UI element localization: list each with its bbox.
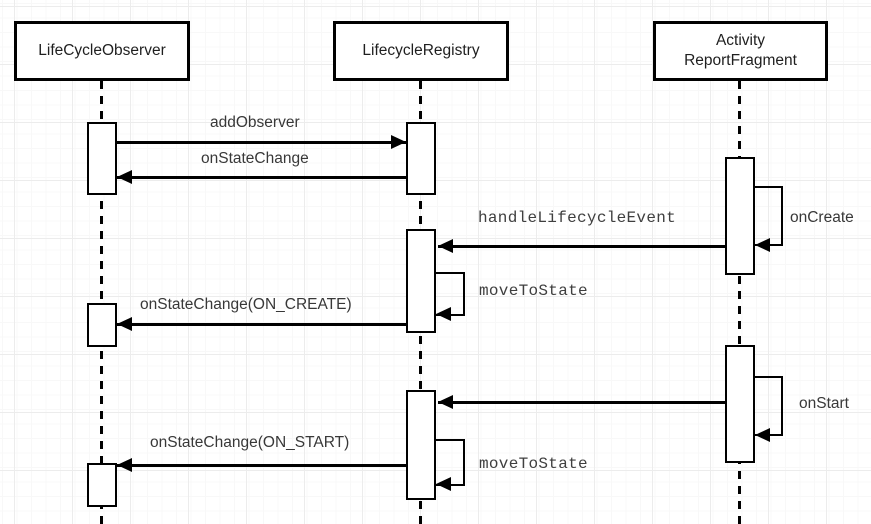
- actor-box-lifecycleobserver[interactable]: LifeCycleObserver: [14, 21, 190, 81]
- arrowhead: [438, 239, 453, 253]
- arrowhead: [436, 307, 451, 321]
- message-onstatechange-label: onStateChange: [201, 150, 309, 167]
- arrowhead: [438, 395, 453, 409]
- arrowhead: [117, 458, 132, 472]
- message-onstatechange-onstart-label: onStateChange(ON_START): [150, 434, 350, 451]
- message-onstatechange-onstart-line[interactable]: [117, 464, 406, 467]
- activation-activity-1[interactable]: [725, 157, 755, 275]
- message-onstatechange-oncreate-line[interactable]: [117, 323, 406, 326]
- message-oncreate-label: onCreate: [790, 209, 854, 226]
- activation-registry-1[interactable]: [406, 122, 436, 195]
- activation-observer-2[interactable]: [87, 303, 117, 347]
- message-movetostate-2-label: moveToState: [479, 455, 588, 473]
- actor-box-activity-reportfragment[interactable]: Activity ReportFragment: [653, 21, 828, 81]
- actor-label-lifecycleobserver: LifeCycleObserver: [38, 41, 166, 59]
- message-onstatechange-line[interactable]: [117, 176, 406, 179]
- message-handlelifecycleevent-line[interactable]: [438, 245, 725, 248]
- activation-activity-2[interactable]: [725, 345, 755, 463]
- activation-registry-3[interactable]: [406, 390, 436, 500]
- message-onstart-label: onStart: [799, 395, 849, 412]
- arrowhead: [755, 428, 770, 442]
- lifeline-activity-reportfragment: [738, 81, 741, 524]
- activation-observer-3[interactable]: [87, 463, 117, 507]
- message-handlelifecycleevent-label: handleLifecycleEvent: [478, 209, 677, 227]
- arrowhead: [117, 317, 132, 331]
- actor-box-lifecycleregistry[interactable]: LifecycleRegistry: [333, 21, 509, 81]
- actor-label-activity-reportfragment: Activity ReportFragment: [684, 31, 797, 69]
- lifeline-lifecycleobserver: [100, 81, 103, 524]
- message-addobserver-line[interactable]: [117, 141, 406, 144]
- message-movetostate-1-label: moveToState: [479, 282, 588, 300]
- activation-registry-2[interactable]: [406, 229, 436, 333]
- activation-observer-1[interactable]: [87, 122, 117, 195]
- arrowhead: [436, 477, 451, 491]
- self-message-oncreate-loop[interactable]: [755, 186, 783, 246]
- actor-label-lifecycleregistry: LifecycleRegistry: [362, 41, 480, 59]
- arrowhead: [391, 135, 406, 149]
- message-onstatechange-oncreate-label: onStateChange(ON_CREATE): [140, 296, 352, 313]
- message-onstart-invoke-line[interactable]: [438, 401, 725, 404]
- arrowhead: [117, 170, 132, 184]
- self-message-onstart-loop[interactable]: [755, 376, 783, 436]
- arrowhead: [755, 238, 770, 252]
- message-addobserver-label: addObserver: [210, 114, 300, 131]
